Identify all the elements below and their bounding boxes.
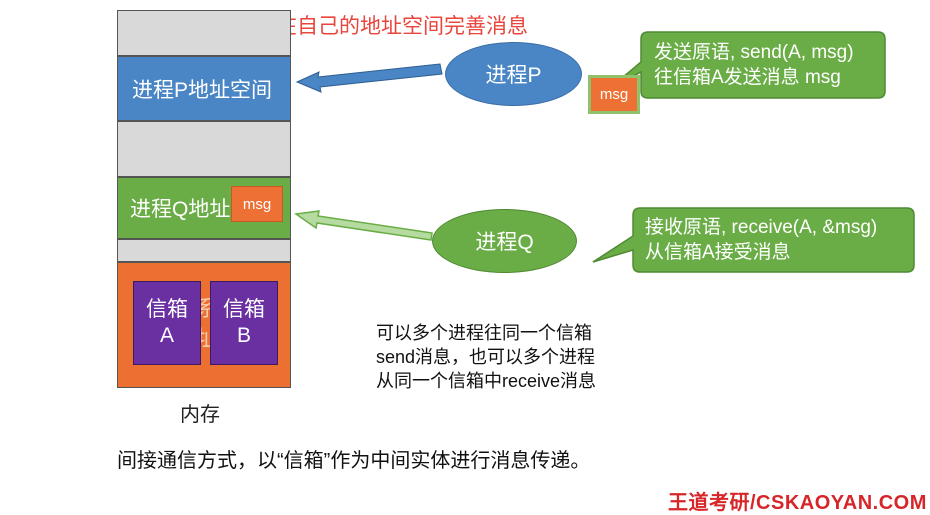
callout-p-text: 发送原语, send(A, msg) 往信箱A发送消息 msg [654,40,854,90]
callout-q-text: 接收原语, receive(A, &msg) 从信箱A接受消息 [645,215,877,265]
callout-q-shape [592,207,915,273]
callout-p-shape [609,31,886,99]
process-q-node: 进程Q [432,209,577,273]
process-p-address-space-label: 进程P地址空间 [132,78,273,102]
note-line1: 可以多个进程往同一个信箱 [376,323,592,343]
arrows-layer [293,31,915,273]
note-line3: 从同一个信箱中receive消息 [376,371,597,391]
memory-segment-free [117,239,291,262]
callout-p-line2: 往信箱A发送消息 msg [654,67,841,88]
mailbox-a-id: A [159,324,174,347]
message-box-label: msg [599,86,629,103]
message-box-label: msg [242,195,272,213]
memory-label: 内存 [180,404,220,426]
mailbox-a: 信箱 A [133,281,201,365]
note-text: 可以多个进程往同一个信箱 send消息，也可以多个进程 从同一个信箱中recei… [376,321,596,393]
mailbox-b-label: 信箱 [223,298,265,321]
process-q-address-space-label: 进程Q地址 [130,198,231,221]
process-q-label: 进程Q [475,231,534,254]
process-p-node: 进程P [445,42,582,106]
bottom-caption: 间接通信方式，以“信箱”作为中间实体进行消息传递。 [117,450,591,472]
process-p-label: 进程P [485,64,542,87]
callout-q-line2: 从信箱A接受消息 [645,242,791,263]
diagram-title: 在自己的地址空间完善消息 [276,15,528,38]
callout-q-line1: 接收原语, receive(A, &msg) [645,217,878,238]
callout-p-line1: 发送原语, send(A, msg) [654,42,854,63]
note-line2: send消息，也可以多个进程 [376,347,596,367]
memory-segment-free [117,121,291,177]
mailbox-b-id: B [236,324,251,347]
mailbox-a-label: 信箱 [146,298,188,321]
arrow-p-to-memory [295,63,443,93]
process-p-address-space: 进程P地址空间 [117,56,291,121]
os-kernel-space: 系 址 信箱 A 信箱 B [117,262,291,388]
message-box-near-p: msg [588,75,640,114]
arrow-q-to-memory [293,210,433,241]
memory-segment-free [117,10,291,56]
memory-column: 进程P地址空间 进程Q地址 系 址 信箱 A 信箱 B [117,10,291,388]
mailbox-b: 信箱 B [210,281,278,365]
message-box-in-q: msg [231,186,283,222]
